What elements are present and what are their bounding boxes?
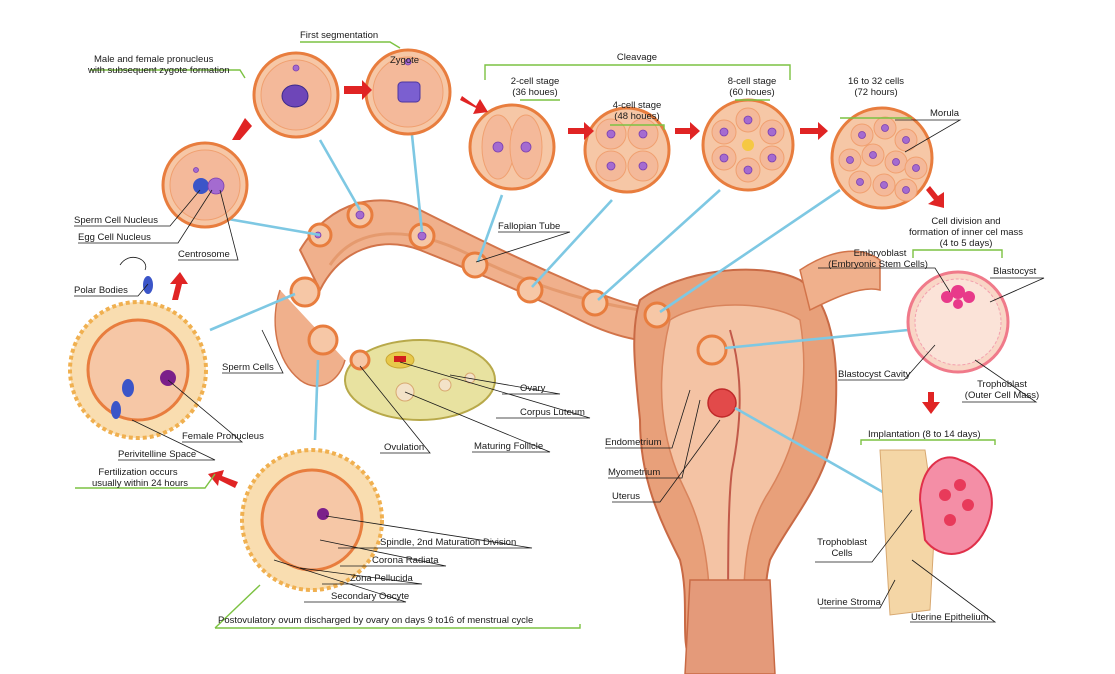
label-ovary: Ovary	[520, 383, 546, 394]
label-cell-division-line1: Cell division and	[931, 216, 1000, 227]
label-first-segmentation: First segmentation	[300, 30, 378, 41]
cell-pronucleus-stage	[161, 141, 249, 229]
label-embryoblast-line2: (Embryonic Stem Cells)	[828, 259, 928, 270]
label-2-cell-line1: 2-cell stage	[511, 76, 560, 87]
label-egg-cell-nucleus: Egg Cell Nucleus	[78, 232, 151, 243]
label-trophoblast-line1: Trophoblast	[977, 379, 1027, 390]
cell-8-stage	[701, 98, 795, 192]
label-zona-pellucida: Zona Pellucida	[350, 573, 414, 584]
label-fertilization-line2: usually within 24 hours	[92, 478, 188, 489]
progress-arrows	[170, 80, 944, 488]
labels: First segmentation Male and female pronu…	[74, 30, 1039, 626]
cell-morula	[830, 106, 934, 210]
label-cleavage: Cleavage	[617, 52, 657, 63]
label-cell-division-line3: (4 to 5 days)	[940, 238, 993, 249]
label-blastocyst-cavity: Blastocyst Cavity	[838, 369, 911, 380]
label-fallopian-tube: Fallopian Tube	[498, 221, 560, 232]
label-8-cell-line1: 8-cell stage	[728, 76, 777, 87]
label-pronucleus-line1: Male and female pronucleus	[94, 54, 214, 65]
label-trophoblast-cells-line1: Trophoblast	[817, 537, 867, 548]
label-zygote: Zygote	[390, 55, 419, 66]
implantation-tissue	[879, 449, 993, 616]
uterus-anatomy	[274, 199, 881, 674]
label-spindle: Spindle, 2nd Maturation Division	[380, 537, 516, 548]
cell-2-stage	[468, 103, 556, 191]
label-centrosome: Centrosome	[178, 249, 230, 260]
label-corona-radiata: Corona Radiata	[372, 555, 439, 566]
label-postovulatory: Postovulatory ovum discharged by ovary o…	[218, 615, 533, 626]
label-8-cell-line2: (60 houes)	[729, 87, 774, 98]
label-myometrium: Myometrium	[608, 467, 660, 478]
label-16-cell-line1: 16 to 32 cells	[848, 76, 904, 87]
label-cell-division-line2: formation of inner cel mass	[909, 227, 1023, 238]
cell-fertilization	[68, 256, 208, 440]
label-blastocyst: Blastocyst	[993, 266, 1037, 277]
label-implantation: Implantation (8 to 14 days)	[868, 429, 980, 440]
label-corpus-luteum: Corpus Luteum	[520, 407, 585, 418]
label-perivitelline-space: Perivitelline Space	[118, 449, 196, 460]
label-secondary-oocyte: Secondary Oocyte	[331, 591, 409, 602]
label-maturing-follicle: Maturing Follicle	[474, 441, 543, 452]
label-leaders	[74, 119, 1045, 623]
label-pronucleus-line2: with subsequent zygote formation	[87, 65, 230, 76]
label-fertilization-line1: Fertilization occurs	[98, 467, 177, 478]
cell-4-stage	[583, 106, 671, 194]
label-morula: Morula	[930, 108, 960, 119]
label-uterus: Uterus	[612, 491, 640, 502]
cell-zygote	[364, 48, 452, 136]
cell-secondary-oocyte	[240, 448, 384, 592]
label-female-pronucleus: Female Pronucleus	[182, 431, 264, 442]
brackets	[75, 41, 1003, 629]
cell-blastocyst	[906, 270, 1010, 374]
label-sperm-cells: Sperm Cells	[222, 362, 274, 373]
label-sperm-cell-nucleus: Sperm Cell Nucleus	[74, 215, 158, 226]
label-uterine-stroma: Uterine Stroma	[817, 597, 882, 608]
label-trophoblast-cells-line2: Cells	[831, 548, 852, 559]
label-4-cell-line1: 4-cell stage	[613, 100, 662, 111]
label-uterine-epithelium: Uterine Epithelium	[911, 612, 989, 623]
label-endometrium: Endometrium	[605, 437, 662, 448]
label-embryoblast-line1: Embryoblast	[854, 248, 907, 259]
cell-zygote-early	[252, 51, 340, 139]
label-16-cell-line2: (72 hours)	[854, 87, 897, 98]
label-polar-bodies: Polar Bodies	[74, 285, 128, 296]
label-ovulation: Ovulation	[384, 442, 424, 453]
label-2-cell-line2: (36 houes)	[512, 87, 557, 98]
label-4-cell-line2: (48 houes)	[614, 111, 659, 122]
leader-lines	[204, 134, 909, 497]
label-trophoblast-line2: (Outer Cell Mass)	[965, 390, 1039, 401]
